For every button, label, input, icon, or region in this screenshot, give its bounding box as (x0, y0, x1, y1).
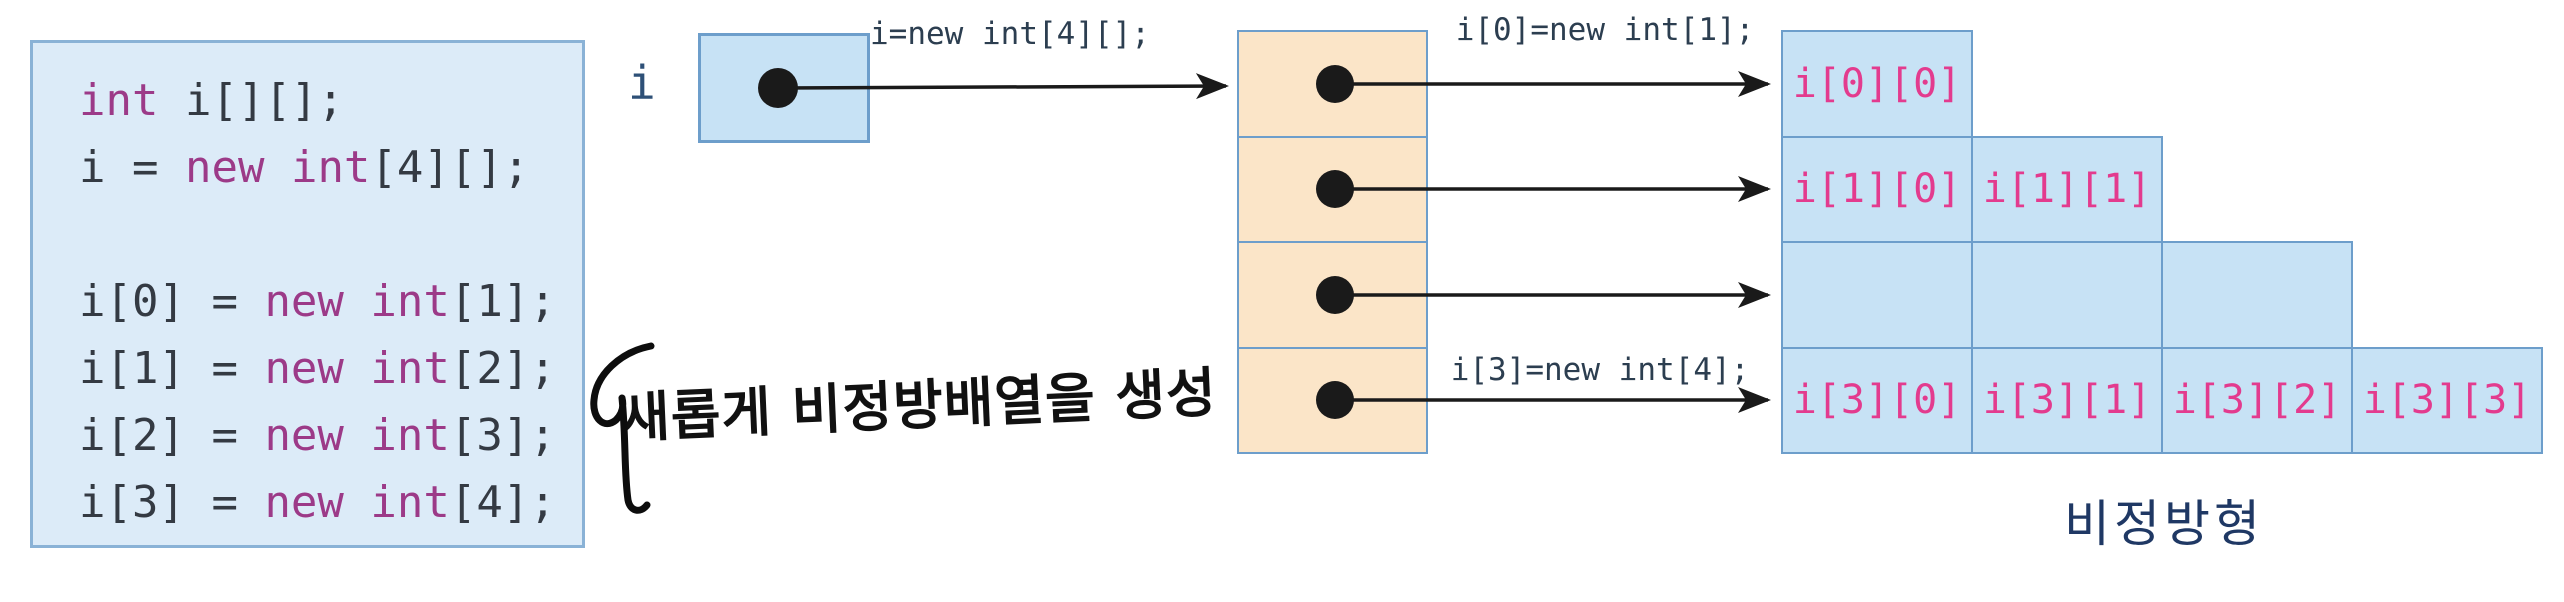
code-line (79, 201, 582, 268)
code-panel: int i[][]; i = new int[4][]; i[0] = new i… (30, 40, 585, 548)
array-cell-1-0: i[1][0] (1781, 135, 1973, 243)
code-line: i[3] = new int[4]; (79, 477, 556, 528)
pointer-array-cell-0 (1237, 30, 1428, 138)
array-cell-3-0: i[3][0] (1781, 346, 1973, 454)
root-assignment-label: i=new int[4][]; (870, 16, 1150, 52)
array-cell-3-1: i[3][1] (1971, 346, 2163, 454)
jagged-array-caption: 비정방형 (2064, 495, 2264, 553)
code-line: i[2] = new int[3]; (79, 410, 556, 461)
pointer-array-cell-1 (1237, 135, 1428, 243)
array-cell-3-2: i[3][2] (2161, 346, 2353, 454)
array-cell-2-1 (1971, 241, 2163, 349)
code-line: i = new int[4][]; (79, 142, 530, 193)
array-cell-2-2 (2161, 241, 2353, 349)
code-line: int i[][]; (79, 75, 344, 126)
array-cell-3-3: i[3][3] (2351, 346, 2543, 454)
pointer-array-cell-2 (1237, 241, 1428, 349)
array-cell-1-1: i[1][1] (1971, 135, 2163, 243)
row0-assignment-label: i[0]=new int[1]; (1455, 12, 1755, 48)
code-line: i[0] = new int[1]; (79, 276, 556, 327)
array-cell-2-0 (1781, 241, 1973, 349)
array-cell-0-0: i[0][0] (1781, 30, 1973, 138)
row3-assignment-label: i[3]=new int[4]; (1450, 352, 1750, 388)
variable-name-label: i (628, 56, 656, 110)
handwritten-annotation: 새롭게 비정방배열을 생성 (618, 360, 1219, 450)
reference-variable-box (698, 33, 870, 143)
pointer-array-cell-3 (1237, 346, 1428, 454)
code-line: i[1] = new int[2]; (79, 343, 556, 394)
